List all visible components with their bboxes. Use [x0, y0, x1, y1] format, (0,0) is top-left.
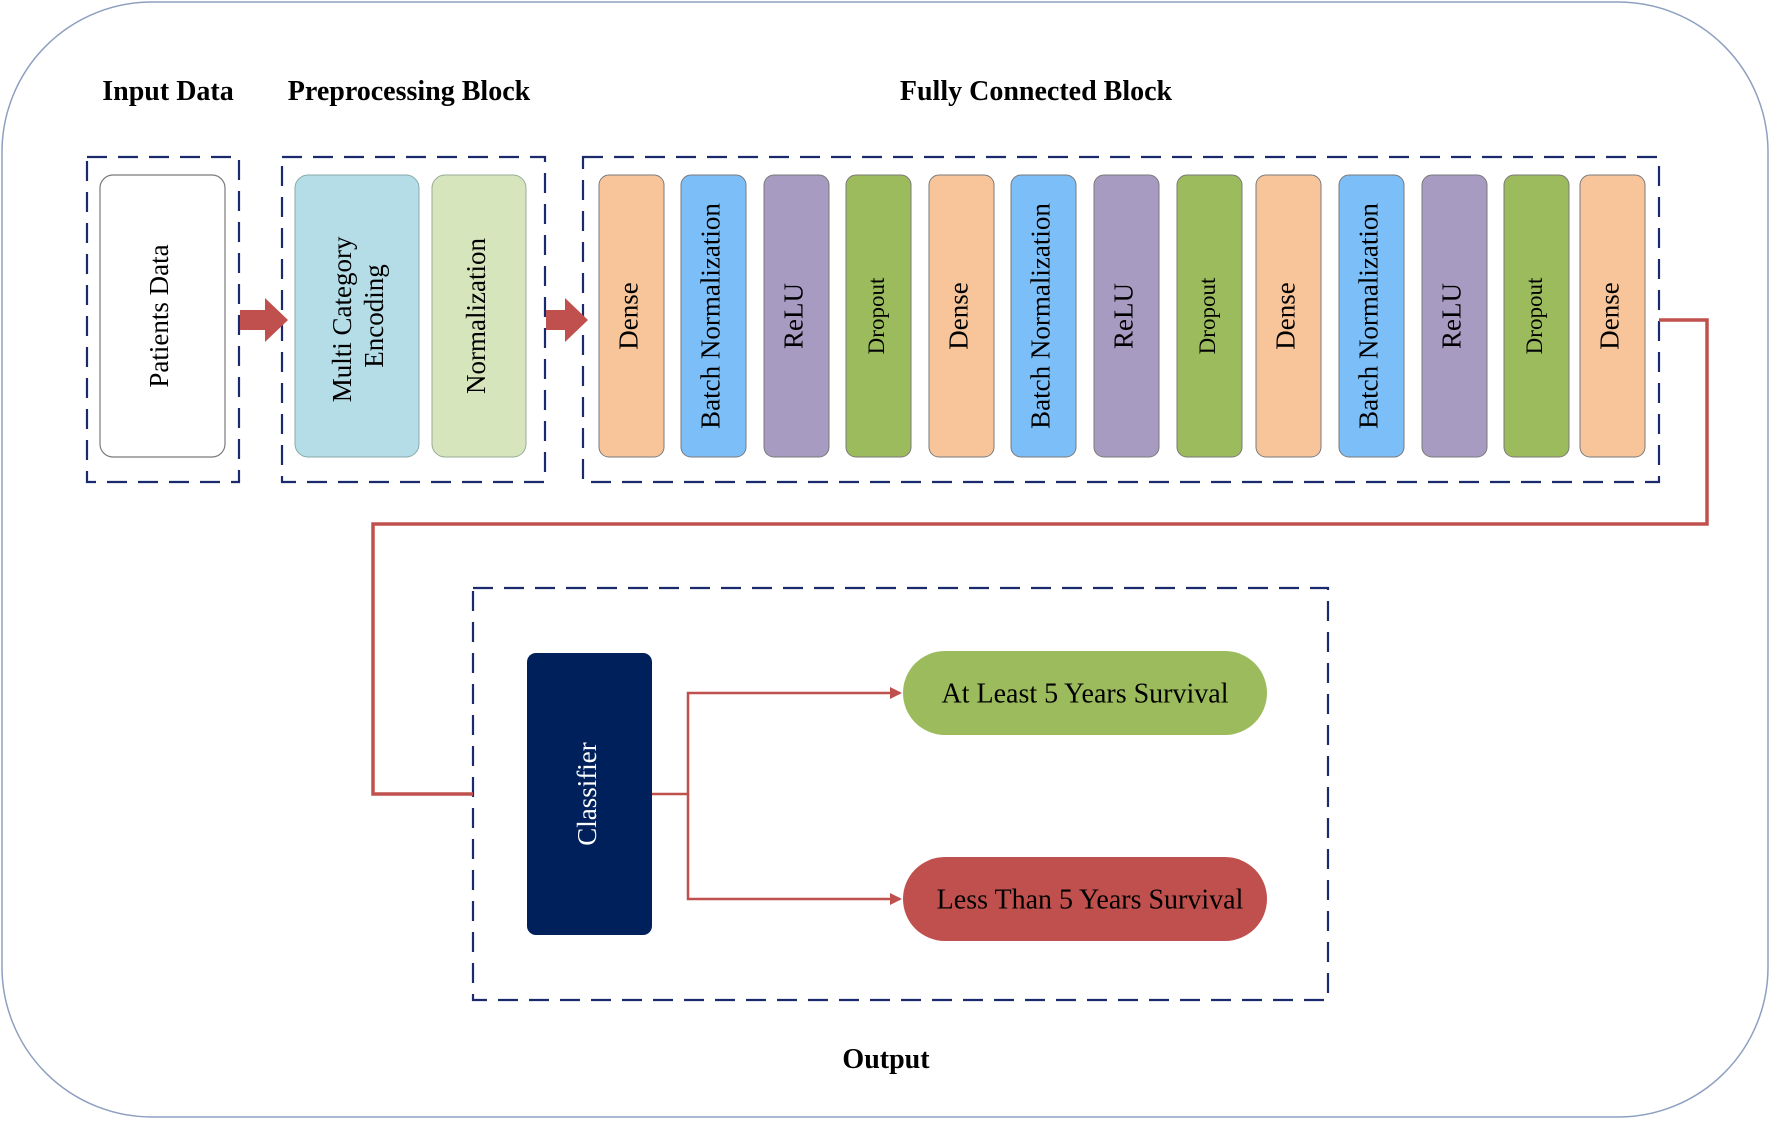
encoding-label: Multi Category Encoding: [327, 230, 389, 402]
encoding-label-line1: Multi Category: [327, 236, 357, 402]
fc-layer-5-label: Dense: [944, 282, 974, 349]
fc-layer-11-relu-box: [1421, 174, 1488, 458]
preprocessing-to-fc-arrow: [546, 298, 588, 342]
positive-outcome-box: [903, 651, 1267, 735]
fc-layer-3-label: ReLU: [779, 283, 809, 349]
fc-layer-3-relu-box: [763, 174, 830, 458]
classifier-branch-positive: [652, 687, 902, 796]
preprocessing-block-title: Preprocessing Block: [288, 76, 531, 107]
encoding-label-line2: Encoding: [359, 264, 389, 367]
patients-data-label: Patients Data: [144, 244, 174, 387]
fc-layer-8-dropout-box: [1176, 174, 1243, 458]
negative-outcome-box: [903, 857, 1267, 941]
fully-connected-layers: Dense Batch Normalization ReLU Dropout Dense…: [598, 174, 1646, 458]
encoding-box: [294, 174, 420, 458]
input-data-title: Input Data: [102, 76, 233, 107]
fc-layer-9-label: Dense: [1271, 282, 1301, 349]
fc-layer-4-dropout-box: [845, 174, 912, 458]
fc-layer-13-dense-box: [1579, 174, 1646, 458]
fc-layer-11-label: ReLU: [1437, 283, 1467, 349]
fc-layer-12-label: Dropout: [1522, 277, 1547, 354]
fc-layer-9-dense-box: [1255, 174, 1322, 458]
fc-layer-13-label: Dense: [1595, 282, 1625, 349]
fc-layer-1-label: Dense: [614, 282, 644, 349]
classifier-branch-negative: [686, 794, 902, 905]
positive-outcome-label: At Least 5 Years Survival: [942, 678, 1229, 709]
input-block-border: [85, 155, 241, 484]
fc-layer-7-label: ReLU: [1109, 283, 1139, 349]
patients-data-box: [99, 174, 226, 458]
classifier-label: Classifier: [572, 742, 602, 845]
negative-outcome-label: Less Than 5 Years Survival: [937, 884, 1244, 915]
fc-layer-2-label: Batch Normalization: [696, 203, 726, 429]
fc-layer-6-batchnorm-box: [1010, 174, 1077, 458]
fc-layer-1-dense-box: [598, 174, 665, 458]
normalization-box: [431, 174, 527, 458]
output-title: Output: [842, 1044, 930, 1075]
fc-layer-4-label: Dropout: [864, 277, 889, 354]
normalization-label: Normalization: [461, 238, 491, 394]
fc-layer-6-label: Batch Normalization: [1026, 203, 1056, 429]
preprocessing-block-border: [280, 155, 547, 484]
input-to-preprocessing-arrow: [240, 298, 288, 342]
fc-layer-10-batchnorm-box: [1338, 174, 1405, 458]
fc-to-output-connector: [371, 318, 1709, 796]
fully-connected-block-title: Fully Connected Block: [900, 76, 1173, 107]
fc-layer-7-relu-box: [1093, 174, 1160, 458]
fc-layer-8-label: Dropout: [1195, 277, 1220, 354]
fc-layer-12-dropout-box: [1503, 174, 1570, 458]
fc-layer-10-label: Batch Normalization: [1354, 203, 1384, 429]
fc-layer-5-dense-box: [928, 174, 995, 458]
fc-layer-2-batchnorm-box: [680, 174, 747, 458]
classifier-box: [527, 653, 652, 935]
